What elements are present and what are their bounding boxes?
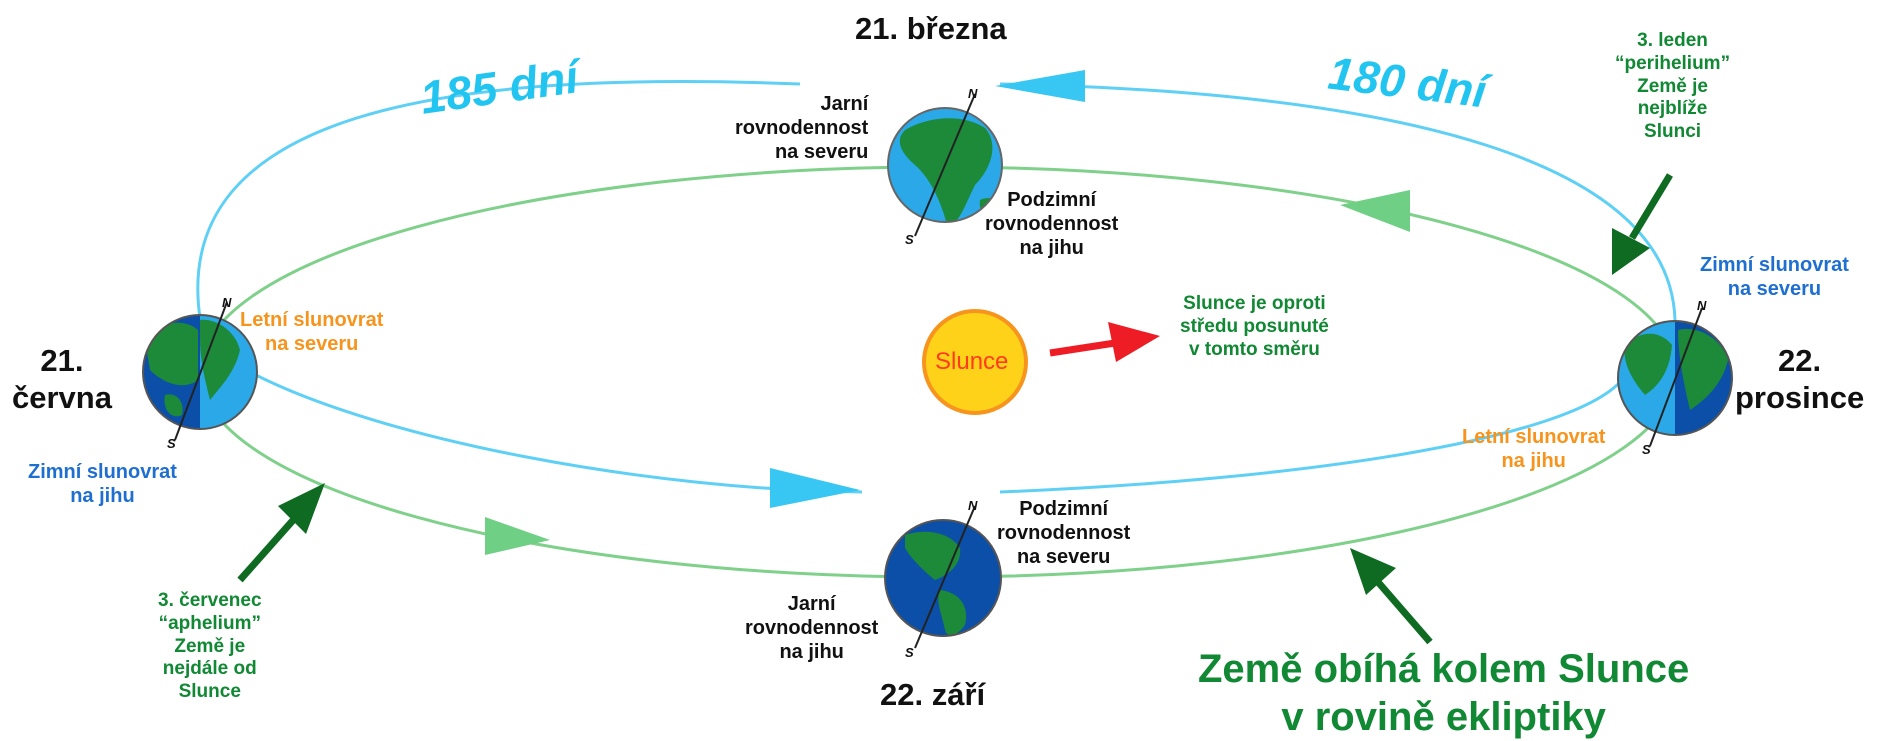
blue-path-lower-right — [999, 379, 1624, 494]
label-autumn-north-l3: na severu — [1016, 546, 1111, 568]
label-spring-south: Jarní rovnodennost na jihu — [745, 592, 878, 664]
earth-december — [1617, 307, 1733, 447]
sun-label: Slunce — [935, 348, 1009, 375]
label-spring-north: Jarní rovnodennost na severu — [735, 92, 868, 164]
blue-path-upper-right — [999, 82, 1677, 321]
date-september: 22. září — [880, 677, 986, 712]
label-autumn-north-l1: Podzimní — [1019, 498, 1109, 520]
green-arrow-bottom — [485, 517, 550, 555]
earth-september — [884, 505, 1002, 649]
label-winter-south: Zimní slunovrat na jihu — [28, 460, 177, 508]
label-summer-south-l2: na jihu — [1501, 450, 1566, 472]
label-perihelion-l1: 3. leden — [1637, 30, 1708, 51]
label-winter-north: Zimní slunovrat na severu — [1700, 253, 1849, 301]
date-june: 21. června — [12, 342, 112, 416]
label-spring-south-l2: rovnodennost — [745, 617, 879, 639]
label-summer-south-l1: Letní slunovrat — [1462, 426, 1606, 448]
date-june-day: 21. — [40, 343, 84, 378]
label-spring-north-l1: Jarní — [820, 93, 869, 115]
label-spring-north-l3: na severu — [774, 141, 869, 163]
perihelion-arrow — [1612, 173, 1673, 275]
blue-path-upper-left — [196, 80, 801, 319]
label-perihelion-l2: “perihelium” — [1615, 52, 1731, 74]
date-december-day: 22. — [1778, 343, 1822, 378]
label-summer-north-l2: na severu — [264, 333, 359, 355]
label-summer-north-l1: Letní slunovrat — [240, 309, 384, 331]
south-pole-september: S — [905, 645, 914, 660]
aphelion-arrow — [237, 483, 325, 583]
label-autumn-south-l2: rovnodennost — [985, 213, 1119, 235]
south-pole-march: S — [905, 232, 914, 247]
label-ecliptic-l2: v rovině ekliptiky — [1281, 695, 1606, 739]
label-spring-south-l3: na jihu — [779, 641, 844, 663]
date-march: 21. března — [855, 11, 1007, 46]
cyan-arrow-bottom — [770, 468, 860, 508]
label-perihelion-l4: nejblíže — [1637, 98, 1708, 120]
label-ecliptic: Země obíhá kolem Slunce v rovině eklipti… — [1198, 645, 1689, 741]
label-aphelion-l1: 3. červenec — [158, 590, 262, 611]
label-aphelion-l4: nejdále od — [162, 658, 257, 680]
label-aphelion-l2: “aphelium” — [158, 612, 261, 634]
date-december-month: prosince — [1735, 380, 1865, 416]
north-pole-december: N — [1697, 298, 1707, 313]
south-pole-december: S — [1642, 442, 1651, 457]
label-autumn-north-l2: rovnodennost — [997, 522, 1131, 544]
north-pole-march: N — [968, 86, 978, 101]
label-perihelion-l3: Země je — [1637, 75, 1708, 97]
label-autumn-south-l1: Podzimní — [1007, 189, 1097, 211]
south-pole-june: S — [167, 436, 176, 451]
label-autumn-north: Podzimní rovnodennost na severu — [997, 497, 1130, 569]
label-sun-offset-l2: středu posunuté — [1180, 315, 1329, 337]
label-perihelion: 3. leden “perihelium” Země je nejblíže S… — [1615, 30, 1730, 144]
sun — [922, 309, 1028, 415]
label-aphelion-l3: Země je — [174, 635, 246, 657]
label-winter-south-l2: na jihu — [70, 485, 135, 507]
label-spring-south-l1: Jarní — [787, 593, 836, 615]
north-pole-june: N — [222, 295, 232, 310]
earth-march — [887, 93, 1003, 237]
ecliptic-arrow — [1350, 548, 1433, 645]
north-pole-september: N — [968, 498, 978, 513]
label-autumn-south: Podzimní rovnodennost na jihu — [985, 188, 1118, 260]
date-june-month: června — [12, 380, 112, 416]
label-ecliptic-l1: Země obíhá kolem Slunce — [1198, 647, 1690, 691]
label-winter-north-l1: Zimní slunovrat — [1700, 254, 1849, 276]
label-sun-offset-l3: v tomto směru — [1188, 338, 1320, 360]
cyan-arrow-top — [995, 70, 1085, 102]
label-spring-north-l2: rovnodennost — [735, 117, 869, 139]
label-sun-offset-l1: Slunce je oproti — [1183, 293, 1326, 314]
green-arrow-top — [1340, 190, 1410, 232]
label-summer-north: Letní slunovrat na severu — [240, 308, 383, 356]
label-summer-south: Letní slunovrat na jihu — [1462, 425, 1605, 473]
label-perihelion-l5: Slunci — [1644, 121, 1702, 143]
label-winter-north-l2: na severu — [1727, 278, 1822, 300]
label-winter-south-l1: Zimní slunovrat — [28, 461, 177, 483]
sun-offset-arrow — [1049, 322, 1160, 362]
label-aphelion-l5: Slunce — [178, 681, 241, 703]
label-sun-offset: Slunce je oproti středu posunuté v tomto… — [1180, 293, 1329, 361]
date-december: 22. prosince — [1735, 342, 1864, 416]
blue-path-lower-left — [249, 370, 863, 494]
label-autumn-south-l3: na jihu — [1019, 237, 1084, 259]
label-aphelion: 3. červenec “aphelium” Země je nejdále o… — [158, 590, 262, 704]
